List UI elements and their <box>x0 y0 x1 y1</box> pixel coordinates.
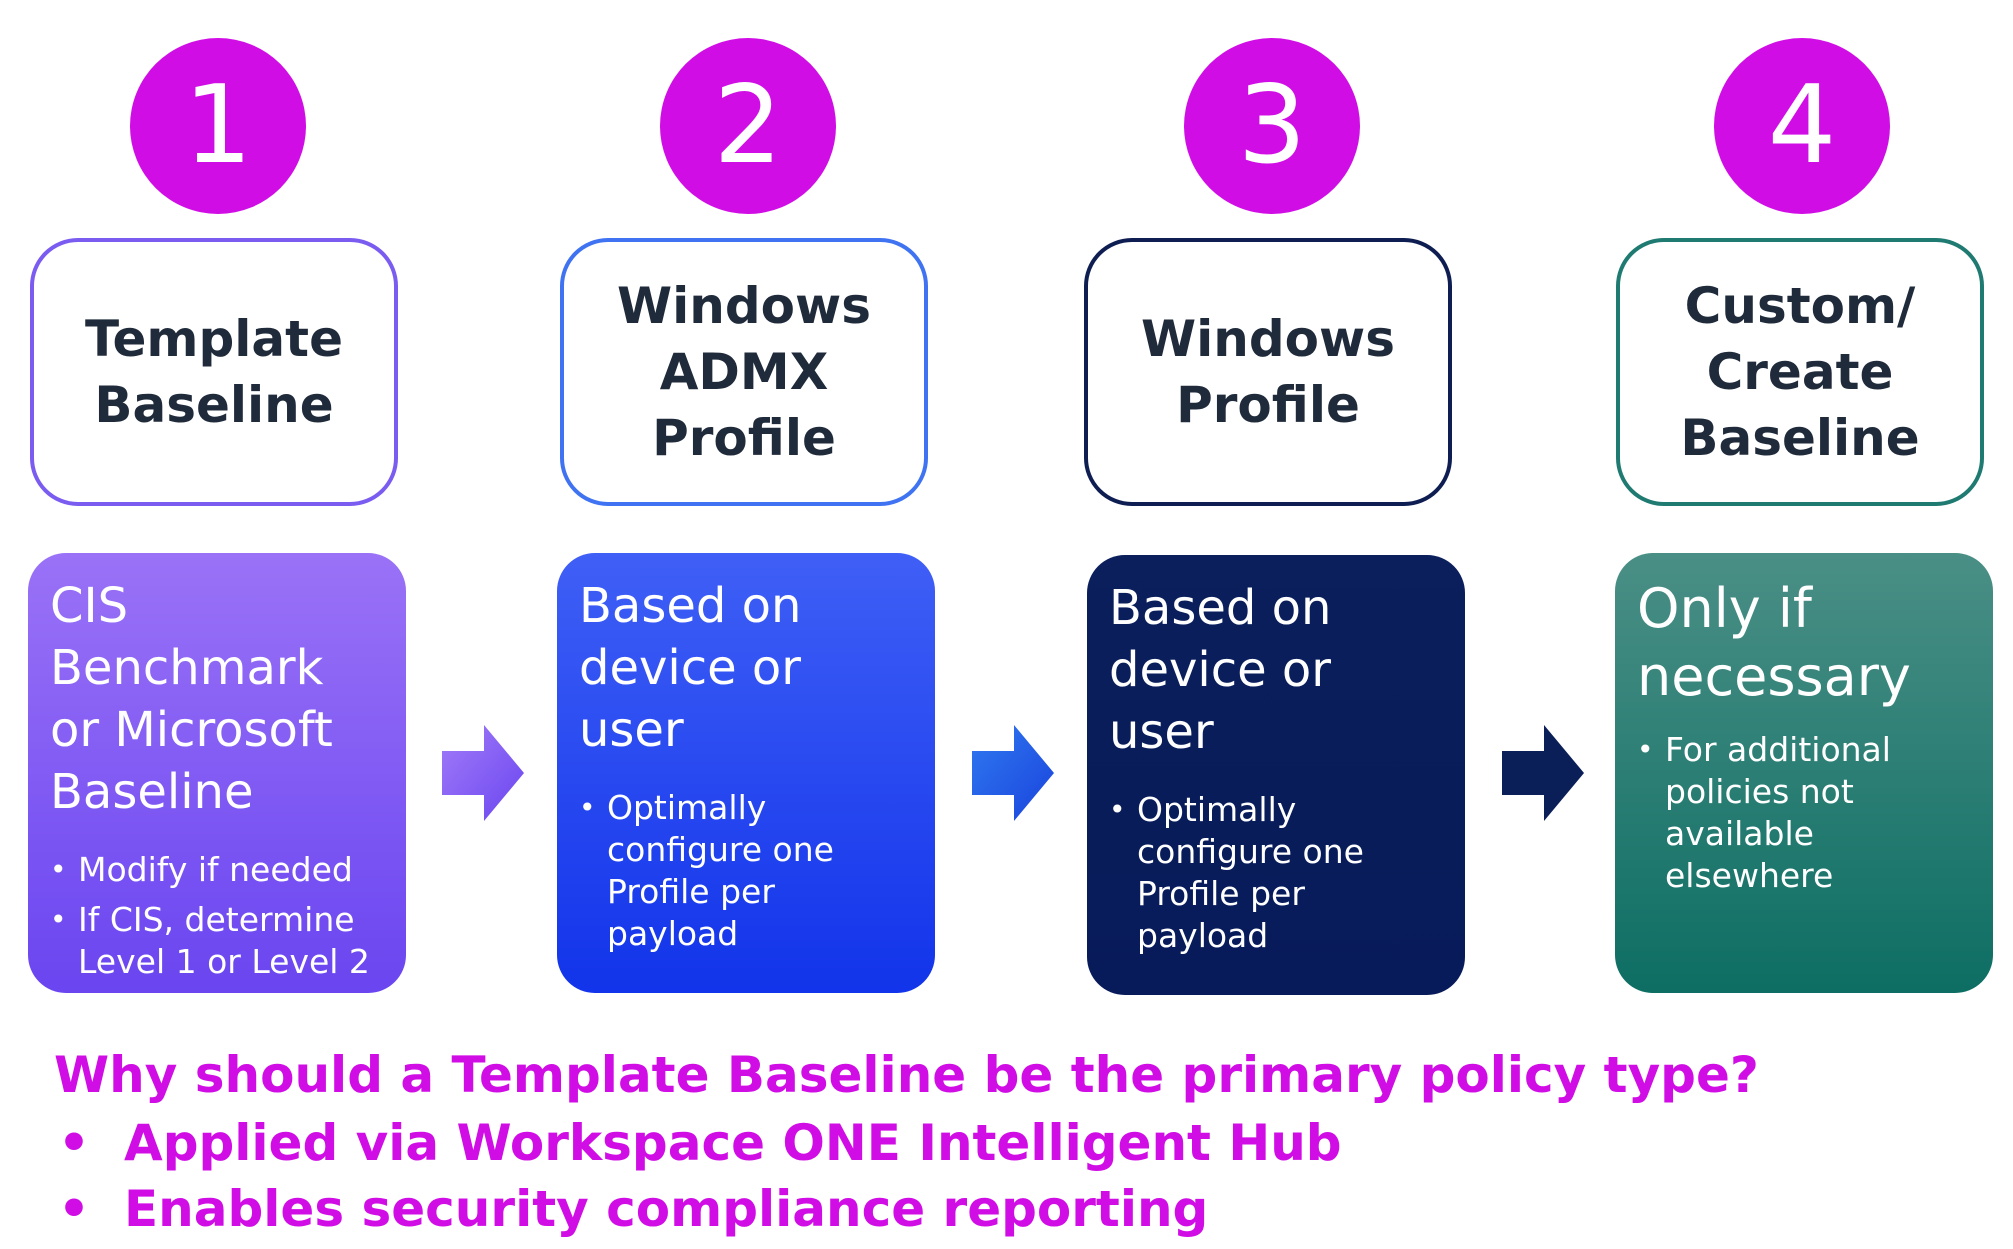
description-box-windows-profile: Based on device or user Optimally config… <box>1087 555 1465 995</box>
step-number-1: 1 <box>130 38 306 214</box>
description-bullets: Modify if needed If CIS, determine Level… <box>50 849 384 983</box>
title-line: Profile <box>1176 376 1360 434</box>
arrow-right-icon <box>442 725 524 821</box>
description-bullets: Optimally configure one Profile per payl… <box>1109 789 1443 957</box>
description-bullet: Modify if needed <box>50 849 384 891</box>
description-box-template-baseline: CIS Benchmark or Microsoft Baseline Modi… <box>28 553 406 993</box>
arrow-right-icon <box>972 725 1054 821</box>
description-heading: CIS Benchmark or Microsoft Baseline <box>50 578 333 820</box>
description-bullet: Optimally configure one Profile per payl… <box>579 787 913 955</box>
title-box-windows-admx-profile: Windows ADMX Profile <box>560 238 928 506</box>
description-bullets: Optimally configure one Profile per payl… <box>579 787 913 955</box>
description-heading: Based on device or user <box>579 578 802 758</box>
footer-reasons: Applied via Workspace ONE Intelligent Hu… <box>54 1110 1342 1242</box>
step-number-4: 4 <box>1714 38 1890 214</box>
footer-reason: Enables security compliance reporting <box>54 1176 1342 1242</box>
description-heading: Only if necessary <box>1637 577 1911 708</box>
description-bullet: If CIS, determine Level 1 or Level 2 <box>50 899 384 983</box>
step-number-3: 3 <box>1184 38 1360 214</box>
title-line: ADMX <box>659 343 829 401</box>
description-bullets: For additional policies not available el… <box>1637 729 1971 897</box>
title-line: Create <box>1706 343 1894 401</box>
title-line: Windows <box>617 277 871 335</box>
title-line: Baseline <box>1680 409 1920 467</box>
description-heading: Based on device or user <box>1109 580 1332 760</box>
title-box-template-baseline: Template Baseline <box>30 238 398 506</box>
description-box-custom-create-baseline: Only if necessary For additional policie… <box>1615 553 1993 993</box>
title-line: Windows <box>1141 310 1395 368</box>
title-box-custom-create-baseline: Custom/ Create Baseline <box>1616 238 1984 506</box>
arrow-right-icon <box>1502 725 1584 821</box>
step-number-2: 2 <box>660 38 836 214</box>
title-line: Custom/ <box>1684 277 1916 335</box>
title-line: Baseline <box>94 376 334 434</box>
title-line: Profile <box>652 409 836 467</box>
description-bullet: Optimally configure one Profile per payl… <box>1109 789 1443 957</box>
description-box-windows-admx-profile: Based on device or user Optimally config… <box>557 553 935 993</box>
footer-reason: Applied via Workspace ONE Intelligent Hu… <box>54 1110 1342 1176</box>
title-box-windows-profile: Windows Profile <box>1084 238 1452 506</box>
title-line: Template <box>85 310 343 368</box>
description-bullet: For additional policies not available el… <box>1637 729 1971 897</box>
footer-question: Why should a Template Baseline be the pr… <box>54 1046 1759 1104</box>
